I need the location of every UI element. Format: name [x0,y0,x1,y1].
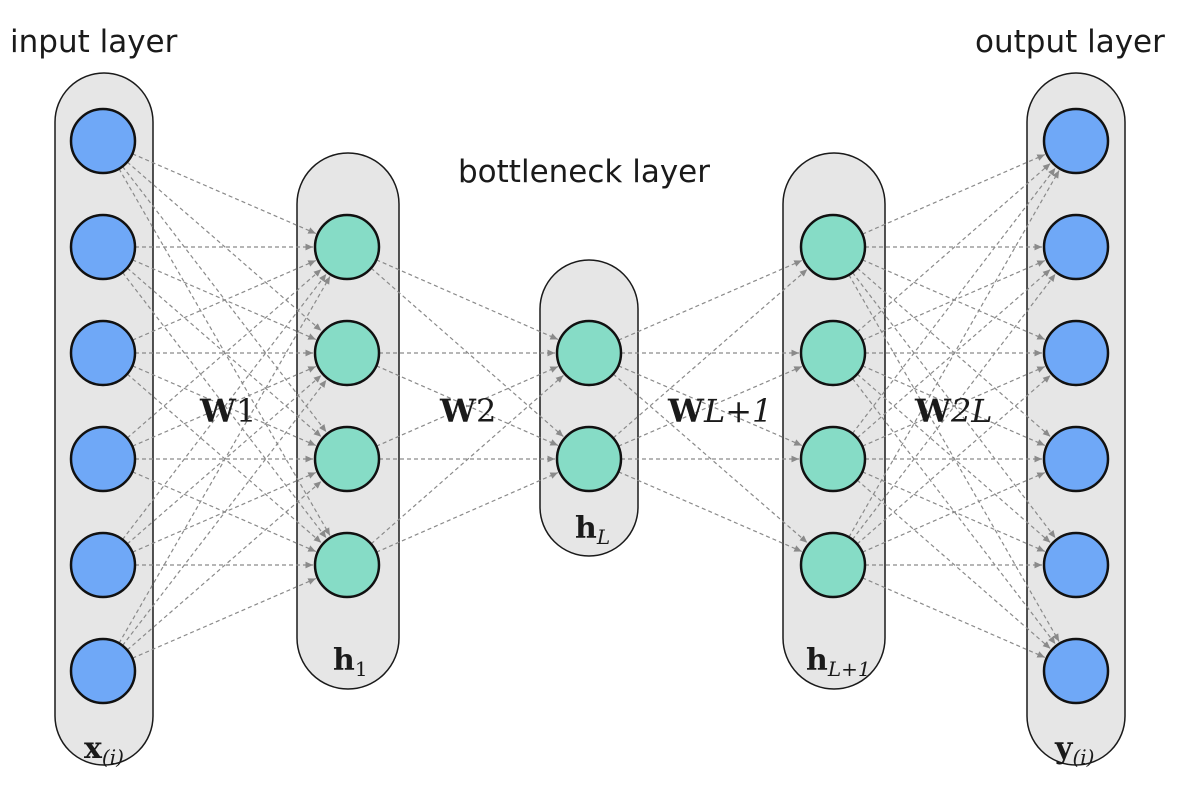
weight-w2L-label: W2L [914,392,993,430]
edge-hL1-1-to-output-4 [856,373,1051,544]
bottleneck-layer-title: bottleneck layer [458,154,710,190]
edge-hL-0-to-hL1-3 [612,373,808,544]
hL1-symbol: h [806,643,828,678]
hL1-node-1 [799,213,867,281]
edge-hL1-0-to-output-3 [856,267,1051,438]
edge-input-2-to-h1-2 [132,365,317,447]
input-node-1 [69,107,137,175]
edge-input-1-to-h1-1 [132,259,317,341]
edge-h1-0-to-hL-0 [376,259,559,340]
input-vector-symbol: x [84,731,103,766]
hL1-node-2 [799,319,867,387]
h1-symbol: h [333,643,355,678]
edge-hL1-3-to-output-3 [862,472,1046,553]
w1-subscript: 1 [236,392,256,430]
edge-input-2-to-h1-0 [132,259,317,341]
edge-hL1-0-to-output-2 [862,259,1046,340]
edge-input-0-to-h1-0 [132,153,317,235]
h1-node-3 [313,425,381,493]
edge-hL-1-to-hL1-3 [618,471,803,553]
output-vector-label: y(i) [1054,731,1094,769]
neurons [69,107,1110,705]
connection-edges [118,153,1060,659]
input-node-2 [69,213,137,281]
edge-input-0-to-h1-1 [126,161,322,332]
edge-input-4-to-h1-2 [132,471,317,553]
input-vector-subscript: (i) [102,745,124,769]
input-node-4 [69,425,137,493]
output-layer-title: output layer [975,24,1165,60]
edge-hL1-1-to-output-3 [862,365,1046,446]
h1-node-2 [313,319,381,387]
edge-h1-2-to-hL-0 [376,366,559,447]
edge-hL1-0-to-output-0 [862,154,1046,235]
hL1-node-3 [799,425,867,493]
edge-hL1-3-to-output-5 [862,577,1046,658]
hL-node-2 [555,425,623,493]
hL1-node-4 [799,531,867,599]
edge-hL-0-to-hL1-0 [618,259,803,341]
output-node-4 [1042,425,1110,493]
edge-input-5-to-h1-2 [126,480,322,651]
w2L-subscript: 2L [950,392,993,430]
weight-w1-label: W1 [199,392,256,430]
h1-subscript: 1 [355,657,368,681]
weight-w2-label: W2 [439,392,496,430]
w2-subscript: 2 [476,392,496,430]
output-vector-subscript: (i) [1072,745,1094,769]
output-node-1 [1042,107,1110,175]
hL-symbol: h [575,511,597,546]
w1-symbol: W [199,392,237,430]
edge-hL1-1-to-output-0 [856,162,1051,333]
output-node-2 [1042,213,1110,281]
h1-node-1 [313,213,381,281]
edge-h1-3-to-hL-1 [376,472,559,553]
edge-hL1-2-to-output-4 [862,471,1046,552]
edge-h1-1-to-hL-1 [376,365,559,446]
edge-hL1-3-to-output-2 [856,374,1051,545]
edge-input-5-to-h1-0 [118,276,331,644]
edge-hL1-1-to-output-1 [862,260,1046,341]
hL1-label: hL+1 [806,643,871,681]
edge-input-1-to-h1-2 [126,267,322,438]
output-node-3 [1042,319,1110,387]
edge-input-3-to-h1-3 [132,471,317,553]
w2L-symbol: W [914,392,952,430]
edge-input-3-to-h1-0 [126,268,322,439]
input-node-3 [69,319,137,387]
edge-h1-3-to-hL-0 [370,374,564,545]
input-vector-label: x(i) [84,731,124,769]
input-node-5 [69,531,137,599]
edge-hL-1-to-hL1-1 [618,365,803,447]
wL1-symbol: W [667,392,705,430]
edge-hL1-2-to-output-5 [856,479,1051,650]
edge-h1-0-to-hL-1 [370,267,564,438]
hL1-subscript: L+1 [827,657,871,681]
edge-hL-1-to-hL1-0 [612,268,808,439]
output-vector-symbol: y [1054,731,1074,766]
edge-input-3-to-h1-1 [132,365,317,447]
hL-subscript: L [596,525,610,549]
input-node-6 [69,637,137,705]
hL-node-1 [555,319,623,387]
h1-label: h1 [333,643,368,681]
w2-symbol: W [439,392,477,430]
edge-hL-0-to-hL1-2 [618,365,803,447]
edge-hL1-2-to-output-2 [862,366,1046,447]
output-node-6 [1042,637,1110,705]
output-node-5 [1042,531,1110,599]
hL-label: hL [575,511,610,549]
edge-input-5-to-h1-3 [132,577,317,659]
weight-wL1-label: WL+1 [667,392,772,430]
edge-input-2-to-h1-3 [126,373,322,544]
input-layer-title: input layer [10,24,178,60]
wL1-subscript: L+1 [703,392,772,430]
edge-hL1-3-to-output-0 [848,170,1060,538]
h1-node-4 [313,531,381,599]
